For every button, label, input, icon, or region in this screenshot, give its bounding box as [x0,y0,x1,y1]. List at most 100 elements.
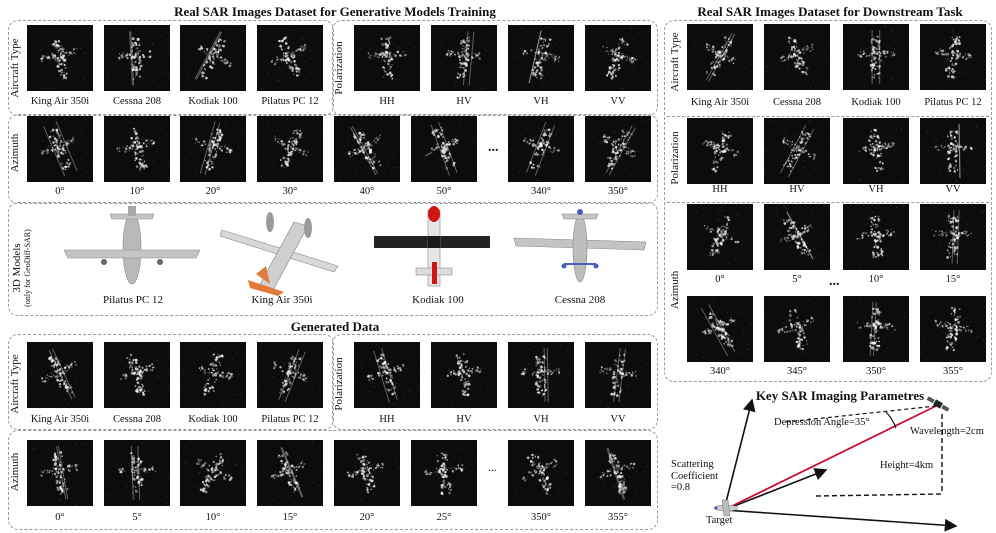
training-azimuth-caption: 40° [359,186,375,197]
generated-azimuth-caption: 5° [132,512,142,523]
downstream-azimuth-ellipsis: ... [829,274,840,289]
training-aircraft-tile [27,25,93,91]
generated-azimuth-caption: 15° [282,512,298,523]
scatter-line3: =0.8 [671,482,691,494]
generated-aircraft-caption: Pilatus PC 12 [261,414,319,425]
training-azimuth-tile [585,116,651,182]
downstream-polarization-tile [687,118,753,184]
scatter-line2: Coefficient [671,470,719,482]
generated-polarization-box [332,334,658,430]
downstream-azimuth-b-tile [843,296,909,362]
generated-polarization-tile [508,342,574,408]
ground-projection [815,493,943,497]
downstream-polarization-caption: VV [945,184,961,195]
cessna-model [513,209,647,283]
downstream-aircraft-tile [687,24,753,90]
scatter-line1: Scattering [671,459,714,470]
training-azimuth-caption: 340° [531,186,551,197]
generated-aircraft-tile [27,342,93,408]
training-polarization-tile [508,25,574,91]
target-label: Target [706,515,733,526]
downstream-azimuth-a-caption: 5° [792,274,802,285]
models-label-line1: 3D Models [11,243,24,293]
generated-aircraft-tile [180,342,246,408]
training-azimuth-caption: 50° [436,186,452,197]
training-polarization-caption: VH [533,96,549,107]
height-label: Height=4km [880,460,934,471]
downstream-divider-2 [667,202,989,203]
training-aircraft-caption: King Air 350i [30,96,90,107]
training-aircraft-caption: Cessna 208 [112,96,162,107]
generated-azimuth-caption: 0° [55,512,65,523]
downstream-divider-1 [667,116,989,117]
training-azimuth-caption: 20° [205,186,221,197]
training-aircraft-box [8,20,334,116]
king-air-model [220,212,339,296]
generated-polarization-caption: VH [533,414,549,425]
downstream-azimuth-a-caption: 0° [715,274,725,285]
scattering-coefficient-label: Scattering Coefficient =0.8 [671,459,718,494]
generated-polarization-tile [431,342,497,408]
generated-aircraft-box [8,334,334,430]
training-azimuth-tile [27,116,93,182]
ds-row-label-aircraft-type: Aircraft Type [669,32,682,92]
downstream-box [664,20,992,382]
training-azimuth-caption: 350° [608,186,628,197]
downstream-aircraft-tile [843,24,909,90]
training-azimuth-tile [334,116,400,182]
generated-aircraft-caption: King Air 350i [30,414,90,425]
generated-azimuth-box [8,430,658,530]
training-azimuth-tile [104,116,170,182]
training-azimuth-box [8,114,658,204]
downstream-polarization-caption: HH [712,184,728,195]
downstream-azimuth-a-caption: 10° [868,274,884,285]
row-label-azimuth: Azimuth [9,133,22,173]
training-azimuth-tile [411,116,477,182]
key-params-diagram [713,396,958,532]
generated-azimuth-caption: 25° [436,512,452,523]
training-aircraft-tile [104,25,170,91]
downstream-polarization-tile [920,118,986,184]
pilatus-pc12-model [63,206,201,285]
radar-beam [723,405,937,511]
model-label-kodiak: Kodiak 100 [412,294,464,306]
downstream-azimuth-a-tile [764,204,830,270]
model-label-pilatus: Pilatus PC 12 [103,294,163,306]
model-label-king-air: King Air 350i [251,294,313,306]
downstream-azimuth-b-caption: 345° [787,366,807,377]
downstream-aircraft-caption: Kodiak 100 [851,97,901,108]
generated-azimuth-tile [180,440,246,506]
training-azimuth-caption: 0° [55,186,65,197]
kodiak-model [374,206,490,287]
training-polarization-caption: HH [379,96,395,107]
row-label-aircraft-type: Aircraft Type [9,38,22,98]
satellite-icon [926,396,950,412]
generated-title: Generated Data [290,319,380,334]
generated-aircraft-caption: Cessna 208 [112,414,162,425]
downstream-title: Real SAR Images Dataset for Downstream T… [697,4,963,19]
downstream-aircraft-caption: Pilatus PC 12 [924,97,982,108]
gen-row-label-azimuth: Azimuth [9,452,22,492]
generated-polarization-caption: VV [610,414,626,425]
downstream-polarization-tile [764,118,830,184]
generated-azimuth-caption: 10° [205,512,221,523]
training-title: Real SAR Images Dataset for Generative M… [174,4,496,19]
models-box [8,202,658,316]
training-polarization-box [332,20,658,116]
generated-polarization-caption: HH [379,414,395,425]
row-label-polarization: Polarization [333,41,346,95]
generated-aircraft-tile [104,342,170,408]
training-polarization-tile [585,25,651,91]
downstream-azimuth-b-tile [687,296,753,362]
generated-azimuth-tile [411,440,477,506]
generated-azimuth-ellipsis: ... [488,460,497,474]
gen-row-label-aircraft-type: Aircraft Type [9,354,22,414]
downstream-azimuth-b-caption: 340° [710,366,730,377]
downstream-azimuth-b-caption: 350° [866,366,886,377]
training-azimuth-ellipsis: ... [488,140,499,155]
model-label-cessna: Cessna 208 [554,294,606,306]
wavelength-label: Wavelength=2cm [910,426,984,437]
row-label-3d-models: 3D Models(only for GeoDiff-SAR) [11,229,32,307]
downstream-azimuth-b-caption: 355° [943,366,963,377]
